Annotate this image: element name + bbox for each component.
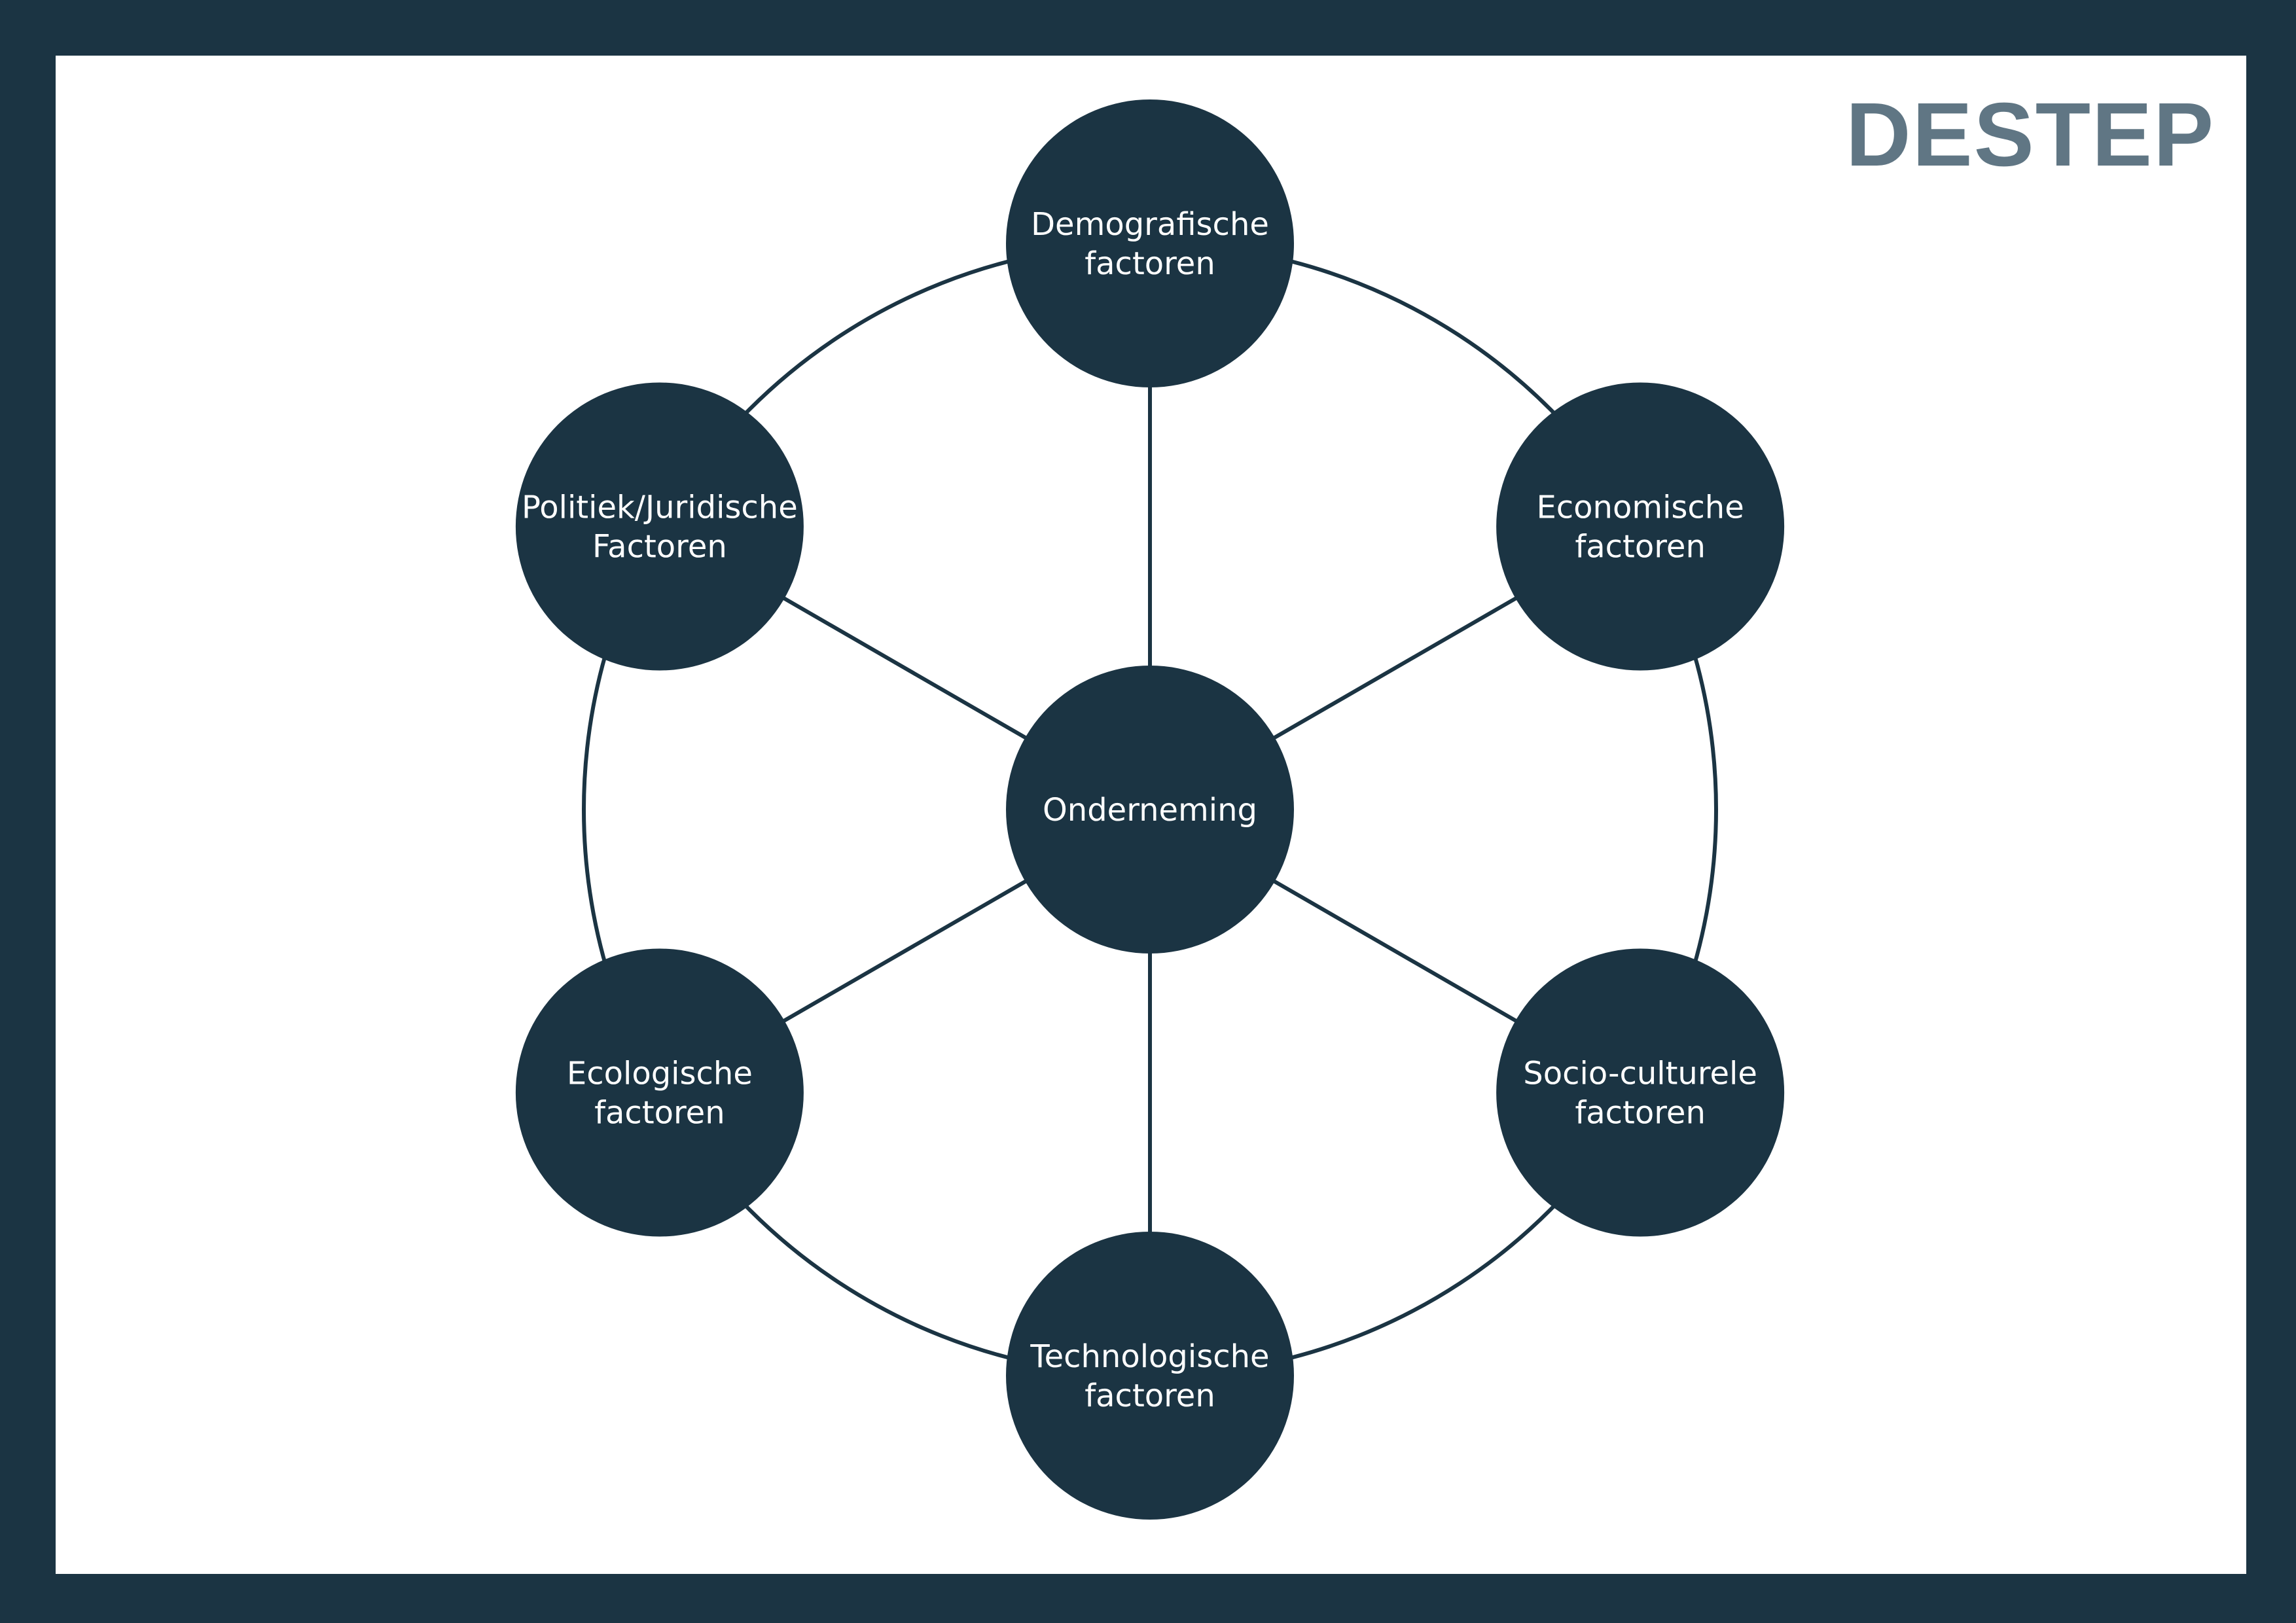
center-node-onderneming-circle — [1006, 666, 1294, 954]
factor-node-demografisch-label-line-2: factoren — [1085, 245, 1215, 282]
factor-node-ecologisch-label-line-2: factoren — [594, 1095, 725, 1132]
factor-node-technologisch-circle — [1006, 1232, 1294, 1520]
factor-node-economisch-label-line-1: Economische — [1536, 490, 1744, 526]
factor-node-technologisch-label-line-2: factoren — [1085, 1378, 1215, 1414]
factor-node-socio-cultureel-label-line-1: Socio-culturele — [1523, 1056, 1757, 1092]
factor-node-economisch-label-line-2: factoren — [1575, 529, 1706, 565]
factor-node-politiek-juridisch-label-line-2: Factoren — [592, 529, 727, 565]
factor-node-technologisch-label-line-1: Technologische — [1030, 1338, 1269, 1375]
factor-node-demografisch-circle — [1006, 99, 1294, 387]
factor-node-socio-cultureel-label-line-2: factoren — [1575, 1095, 1706, 1132]
factor-node-socio-cultureel-circle — [1496, 948, 1785, 1237]
factor-node-demografisch-label-line-1: Demografische — [1031, 206, 1269, 243]
factor-node-politiek-juridisch-label-line-1: Politiek/Juridische — [522, 490, 798, 526]
factor-node-economisch-circle — [1496, 382, 1785, 671]
diagram-title: DESTEP — [1846, 84, 2215, 185]
factor-node-ecologisch-circle — [515, 948, 804, 1237]
center-node-onderneming: Onderneming — [1006, 666, 1294, 954]
factor-node-ecologisch-label-line-1: Ecologische — [567, 1056, 753, 1092]
center-node-onderneming-label-line-1: Onderneming — [1043, 792, 1257, 829]
factor-node-politiek-juridisch-circle — [515, 382, 804, 671]
